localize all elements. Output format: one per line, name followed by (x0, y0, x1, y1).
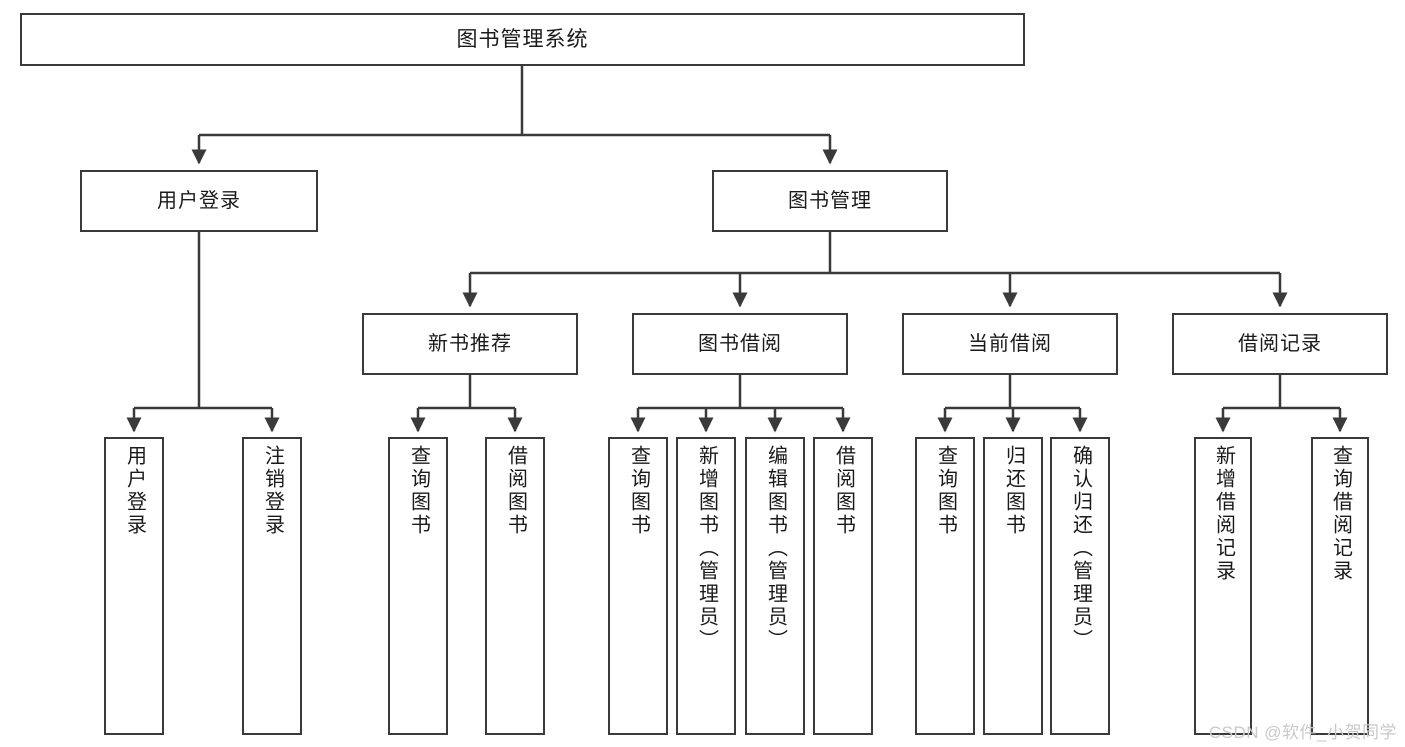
node-borrow-record[interactable]: 借阅记录 (1172, 313, 1388, 375)
node-leaf-user-login[interactable]: 用户登录 (104, 437, 164, 735)
csdn-watermark: CSDN @软件_小贺同学 (1208, 723, 1397, 742)
node-label: 新增借阅记录 (1212, 445, 1235, 583)
node-label: 查询图书 (407, 445, 430, 537)
node-label: 注销登录 (261, 445, 284, 537)
node-leaf-query-book-3[interactable]: 查询图书 (915, 437, 975, 735)
node-leaf-borrow-book-2[interactable]: 借阅图书 (813, 437, 873, 735)
node-label: 图书管理 (788, 190, 872, 212)
node-label: 当前借阅 (968, 333, 1052, 355)
node-label: 用户登录 (157, 190, 241, 212)
node-label: 查询图书 (934, 445, 957, 537)
node-label: 新增图书（管理员） (695, 445, 718, 652)
node-leaf-query-book-2[interactable]: 查询图书 (608, 437, 668, 735)
node-leaf-add-book-admin[interactable]: 新增图书（管理员） (676, 437, 736, 735)
node-book-manage[interactable]: 图书管理 (712, 170, 948, 232)
node-label: 用户登录 (123, 445, 146, 537)
node-label: 确认归还（管理员） (1069, 445, 1092, 652)
node-leaf-query-book-1[interactable]: 查询图书 (388, 437, 448, 735)
node-label: 图书管理系统 (456, 28, 589, 51)
node-label: 查询图书 (627, 445, 650, 537)
node-leaf-add-borrow-record[interactable]: 新增借阅记录 (1194, 437, 1252, 735)
node-leaf-borrow-book-1[interactable]: 借阅图书 (485, 437, 545, 735)
node-label: 查询借阅记录 (1329, 445, 1352, 583)
node-leaf-edit-book-admin[interactable]: 编辑图书（管理员） (745, 437, 805, 735)
node-leaf-confirm-return-admin[interactable]: 确认归还（管理员） (1050, 437, 1110, 735)
node-label: 图书借阅 (698, 333, 782, 355)
node-label: 新书推荐 (428, 333, 512, 355)
node-current-borrow[interactable]: 当前借阅 (902, 313, 1118, 375)
node-root[interactable]: 图书管理系统 (20, 13, 1025, 66)
node-label: 借阅记录 (1238, 333, 1322, 355)
node-label: 借阅图书 (832, 445, 855, 537)
node-leaf-query-borrow-record[interactable]: 查询借阅记录 (1311, 437, 1369, 735)
node-leaf-user-logout[interactable]: 注销登录 (242, 437, 302, 735)
node-label: 借阅图书 (504, 445, 527, 537)
node-label: 归还图书 (1002, 445, 1025, 537)
node-leaf-return-book[interactable]: 归还图书 (983, 437, 1043, 735)
node-user-login[interactable]: 用户登录 (80, 170, 318, 232)
node-book-borrow[interactable]: 图书借阅 (632, 313, 848, 375)
node-new-book-recommend[interactable]: 新书推荐 (362, 313, 578, 375)
node-label: 编辑图书（管理员） (764, 445, 787, 652)
